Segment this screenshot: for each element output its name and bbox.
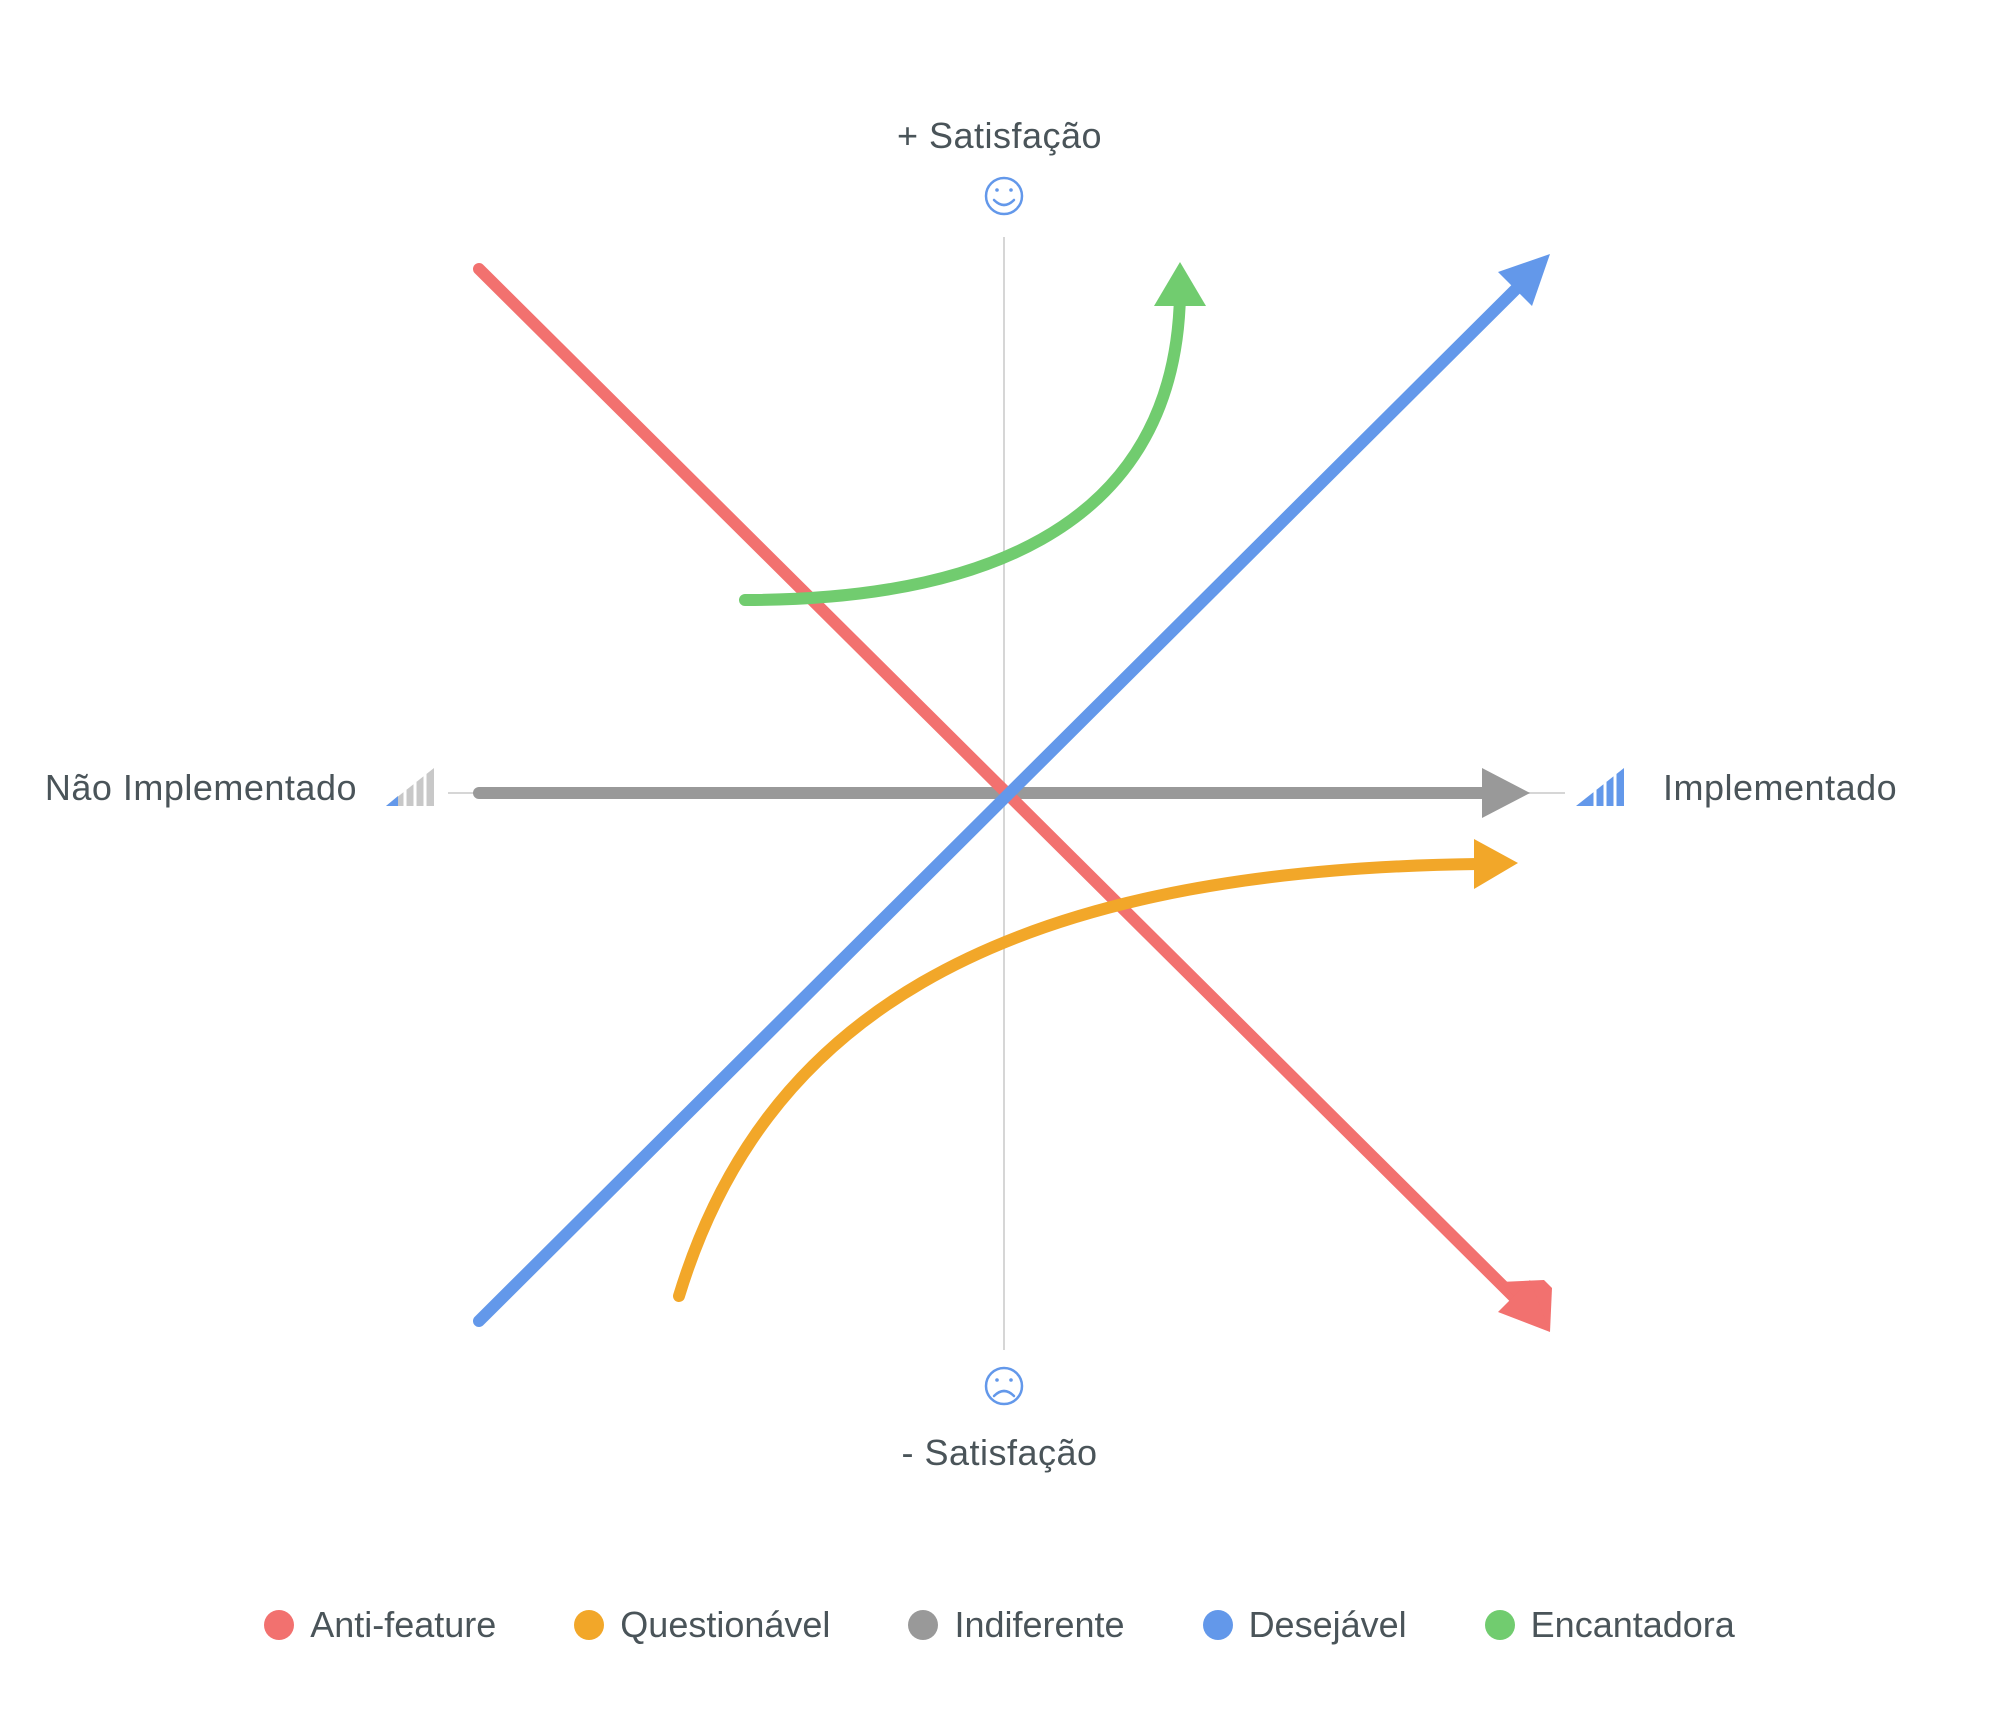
curve-questionavel	[673, 839, 1518, 1302]
legend-item-indiferente: Indiferente	[908, 1600, 1125, 1650]
axis-label-top: + Satisfação	[896, 115, 1103, 156]
axis-label-bottom: - Satisfação	[901, 1432, 1098, 1473]
curve-indiferente	[473, 768, 1530, 818]
legend-label: Desejável	[1248, 1604, 1407, 1645]
legend: Anti-feature Questionável Indiferente De…	[0, 1600, 1999, 1650]
legend-item-desejavel: Desejável	[1202, 1600, 1407, 1650]
axis-label-right: Implementado	[1663, 767, 1898, 808]
legend-label: Questionável	[620, 1604, 831, 1645]
curve-desejavel	[473, 254, 1550, 1327]
signal-low-icon	[386, 768, 434, 806]
smiley-icon	[984, 176, 1024, 216]
legend-dot	[574, 1610, 605, 1640]
legend-label: Indiferente	[954, 1604, 1125, 1645]
legend-dot	[1484, 1610, 1515, 1640]
legend-dot	[264, 1610, 295, 1640]
legend-item-encantadora: Encantadora	[1484, 1600, 1735, 1650]
curve-encantadora	[739, 262, 1206, 606]
legend-item-anti-feature: Anti-feature	[264, 1600, 496, 1650]
axis-label-left: Não Implementado	[44, 767, 357, 808]
frown-icon	[984, 1366, 1024, 1406]
legend-label: Anti-feature	[310, 1604, 497, 1645]
legend-dot	[908, 1610, 939, 1640]
legend-label: Encantadora	[1530, 1604, 1735, 1645]
curve-anti-feature	[473, 263, 1552, 1332]
legend-dot	[1202, 1610, 1233, 1640]
legend-item-questionavel: Questionável	[574, 1600, 830, 1650]
signal-full-icon	[1576, 768, 1624, 806]
